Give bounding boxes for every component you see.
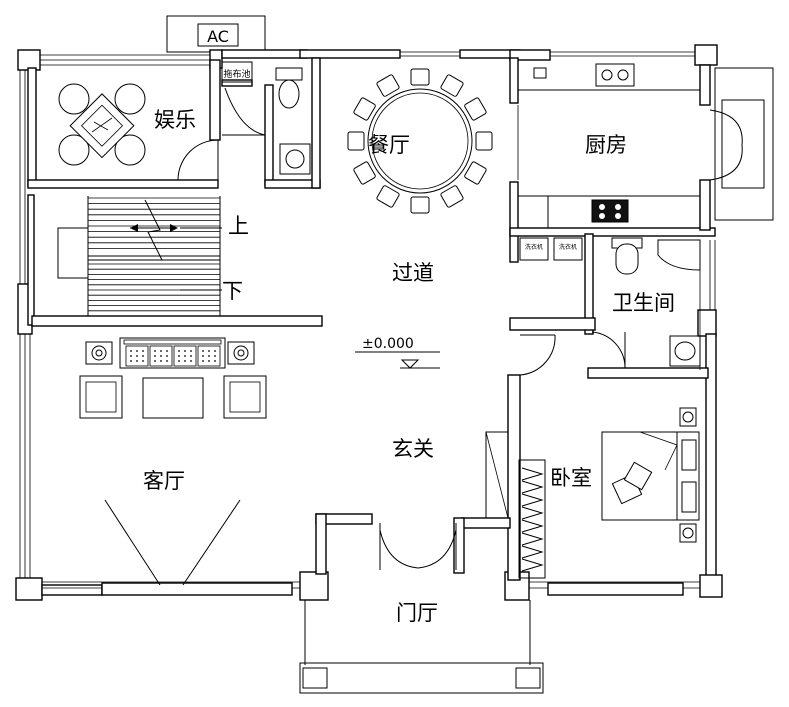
interior-walls (27, 57, 716, 581)
level-mark: ±0.000 (355, 336, 440, 369)
washer-2-label: 洗衣机 (559, 243, 577, 251)
half-bath-fixtures: 拖布池 (221, 61, 311, 175)
dining-chair (347, 131, 365, 151)
washer-1-label: 洗衣机 (525, 243, 543, 251)
dining-chair (376, 74, 400, 97)
bed (601, 407, 700, 543)
dining-table (347, 68, 493, 214)
sofa-cushions (125, 345, 221, 367)
dining-chair (464, 161, 487, 185)
stairs-up-label: 上 (228, 214, 249, 238)
bathroom-fixtures (611, 237, 701, 370)
shoe-cabinet (485, 431, 546, 579)
room-kitchen: 厨房 (585, 133, 627, 157)
game-table (58, 83, 146, 166)
level-mark-text: ±0.000 (362, 336, 414, 352)
dining-chairs (347, 68, 493, 214)
room-dining: 餐厅 (368, 133, 410, 157)
stairs-down-label: 下 (222, 279, 243, 303)
mop-sink-label: 拖布池 (223, 68, 250, 80)
doors (104, 87, 743, 586)
room-bathroom: 卫生间 (612, 291, 675, 315)
room-bedroom: 卧室 (550, 466, 592, 490)
dining-chair (410, 196, 430, 214)
ac-unit: AC (166, 15, 266, 53)
staircase: 上 下 (57, 196, 249, 316)
dining-chair (353, 97, 376, 121)
living-furniture (79, 337, 267, 419)
room-foyer: 玄关 (392, 437, 434, 461)
porch (299, 600, 544, 694)
dining-chair (376, 185, 400, 208)
kitchen-balcony (714, 67, 774, 221)
wardrobe-hangers (521, 467, 544, 572)
dining-chair (440, 185, 464, 208)
dining-chair (475, 131, 493, 151)
dining-chair (353, 161, 376, 185)
dining-chair (440, 74, 464, 97)
room-corridor: 过道 (392, 261, 434, 285)
dining-chair (464, 97, 487, 121)
room-entrance-hall: 门厅 (396, 601, 438, 625)
kitchen-fixtures (517, 63, 700, 229)
room-labels: 娱乐 餐厅 厨房 过道 卫生间 客厅 玄关 卧室 门厅 (143, 108, 675, 625)
room-living: 客厅 (143, 469, 185, 493)
washing-machines: 洗衣机 洗衣机 (519, 237, 583, 261)
dining-chair (410, 68, 430, 86)
room-entertainment: 娱乐 (154, 108, 196, 132)
ac-label: AC (207, 27, 229, 46)
